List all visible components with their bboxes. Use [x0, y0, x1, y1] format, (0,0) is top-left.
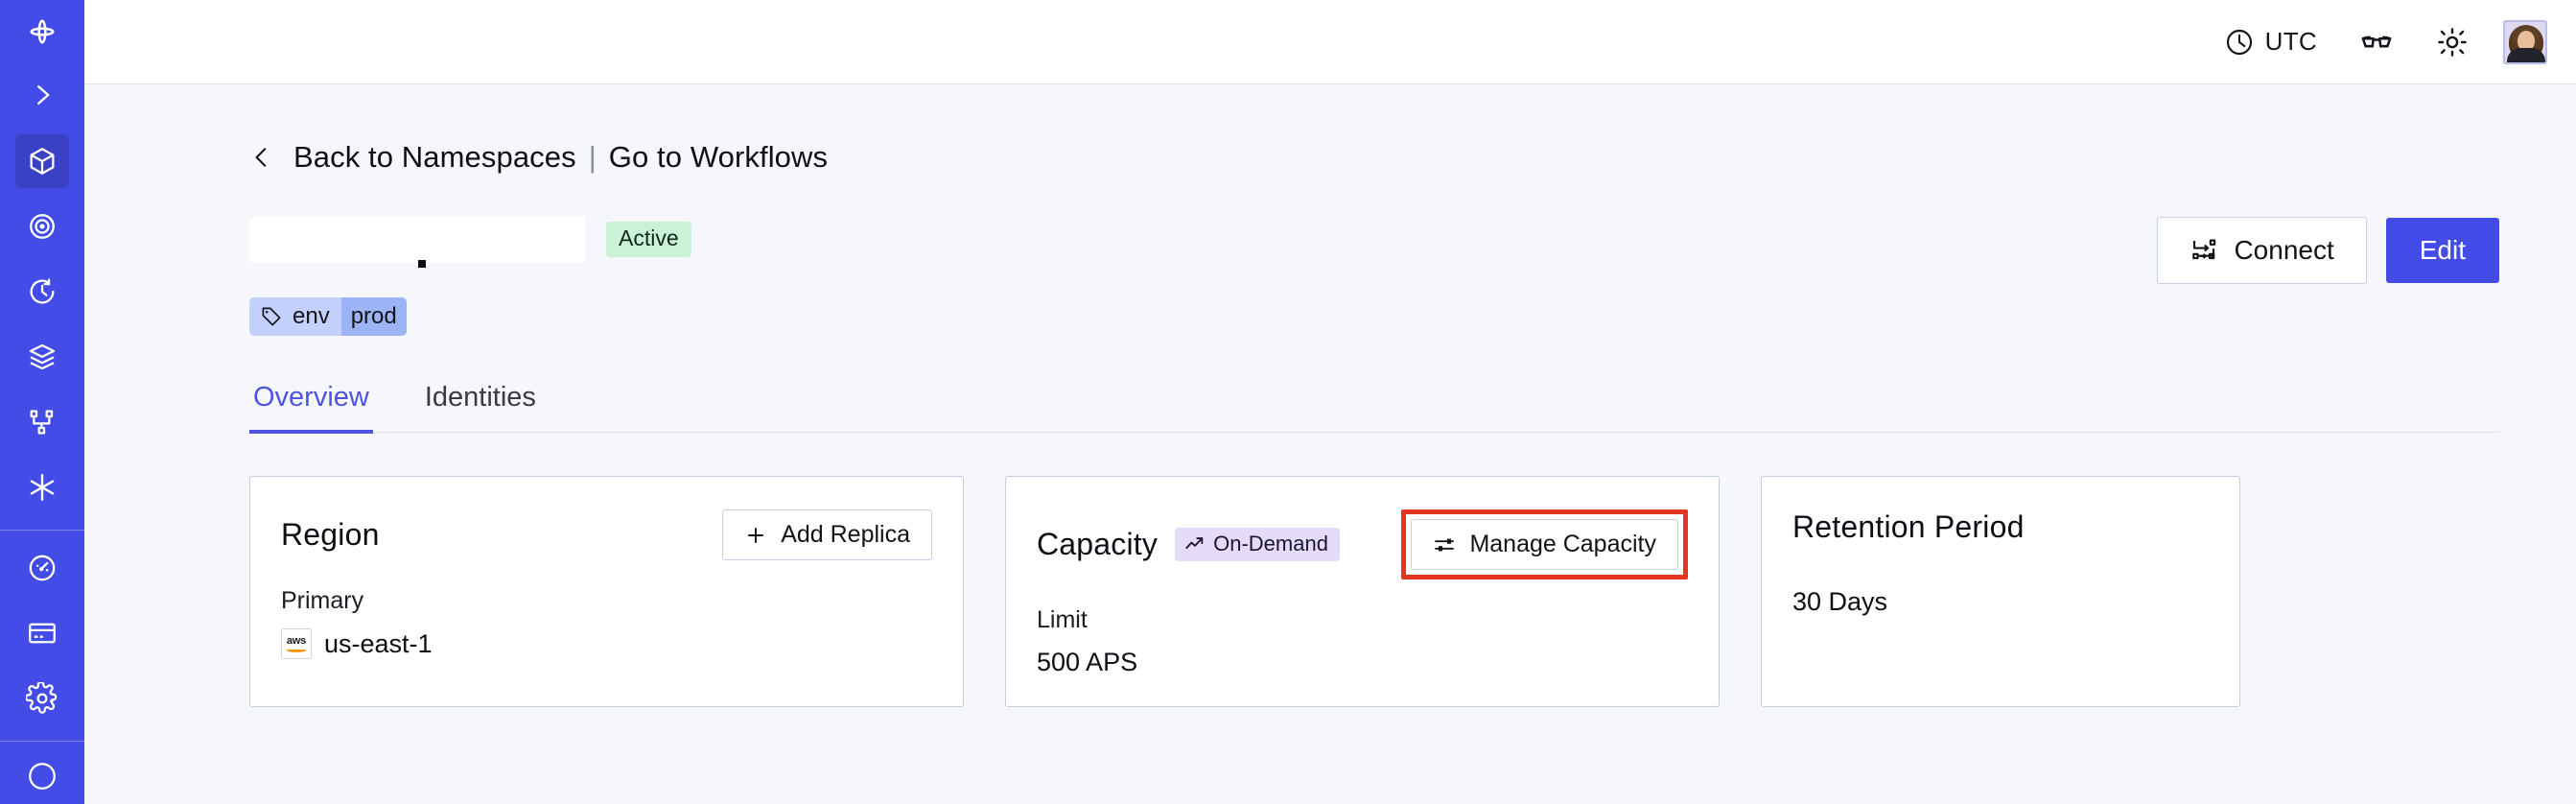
trending-up-icon — [1184, 533, 1206, 555]
readability-toggle[interactable] — [2338, 15, 2415, 69]
help-icon — [26, 760, 59, 792]
breadcrumb-workflows-link[interactable]: Go to Workflows — [608, 140, 829, 174]
add-replica-label: Add Replica — [781, 521, 910, 548]
sidebar-divider — [0, 529, 84, 531]
avatar[interactable] — [2503, 19, 2547, 64]
region-card-title: Region — [281, 517, 380, 552]
aws-swoosh — [287, 648, 306, 652]
chevron-right-icon — [28, 81, 57, 109]
namespace-title-row: Active — [249, 217, 2499, 284]
sidebar-item-batch-operations[interactable] — [15, 330, 69, 384]
main-content: Back to Namespaces | Go to Workflows Act… — [84, 84, 2576, 804]
region-primary-label: Primary — [281, 587, 364, 614]
breadcrumb-back-link[interactable]: Back to Namespaces — [293, 140, 576, 174]
region-card: Region Add Replica — [249, 476, 964, 707]
manage-capacity-label: Manage Capacity — [1469, 531, 1656, 557]
retention-value: 30 Days — [1792, 587, 1888, 616]
expand-sidebar-button[interactable] — [0, 62, 84, 128]
capacity-limit-value: 500 APS — [1037, 648, 1138, 676]
avatar-face — [2517, 30, 2535, 51]
capacity-card-title: Capacity — [1037, 527, 1159, 561]
sidebar-item-help[interactable] — [15, 753, 69, 798]
breadcrumb: Back to Namespaces | Go to Workflows — [249, 140, 2576, 175]
region-card-header: Region Add Replica — [281, 509, 932, 560]
avatar-body — [2507, 47, 2545, 62]
temporal-logo[interactable] — [0, 0, 84, 62]
sidebar-divider-bottom — [0, 741, 84, 743]
capacity-mode-badge: On-Demand — [1175, 528, 1340, 561]
add-replica-button[interactable]: Add Replica — [722, 509, 932, 560]
connect-button-label: Connect — [2234, 235, 2334, 265]
edit-button-label: Edit — [2419, 235, 2466, 265]
tab-identities[interactable]: Identities — [424, 382, 536, 413]
capacity-mode-label: On-Demand — [1213, 532, 1328, 556]
capacity-card: Capacity On-Demand — [1005, 476, 1720, 707]
temporal-logo-icon — [24, 13, 60, 50]
capacity-limit-label: Limit — [1037, 606, 1088, 633]
tab-bar: Overview Identities — [249, 374, 2499, 434]
breadcrumb-separator: | — [588, 140, 597, 174]
right-pane: UTC — [84, 0, 2576, 804]
retention-card-header: Retention Period — [1792, 509, 2209, 545]
aws-logo-icon: aws — [281, 628, 312, 659]
asterisk-icon — [26, 471, 59, 504]
timezone-label: UTC — [2264, 27, 2317, 56]
retention-card-title: Retention Period — [1792, 509, 2025, 544]
namespace-actions: Connect Edit — [2157, 217, 2499, 284]
sidebar-group-secondary — [0, 535, 84, 731]
theme-toggle[interactable] — [2415, 15, 2490, 69]
batch-operations-icon — [26, 341, 59, 373]
sidebar-item-namespaces[interactable] — [15, 133, 69, 188]
region-card-actions: Add Replica — [722, 509, 932, 560]
topbar: UTC — [84, 0, 2576, 84]
manage-capacity-button[interactable]: Manage Capacity — [1411, 519, 1678, 570]
page-title — [249, 217, 585, 268]
retention-card: Retention Period 30 Days — [1761, 476, 2240, 707]
tag-chip-env[interactable]: env prod — [249, 297, 407, 336]
namespace-title-wrap: Active — [249, 217, 691, 268]
glasses-icon — [2359, 25, 2394, 59]
tag-icon — [260, 305, 283, 328]
capacity-card-header: Capacity On-Demand — [1037, 509, 1688, 579]
connect-button[interactable]: Connect — [2157, 217, 2367, 284]
plus-icon — [744, 524, 767, 547]
status-badge: Active — [606, 222, 691, 257]
chevron-left-icon[interactable] — [249, 142, 274, 173]
sidebar — [0, 0, 84, 804]
aws-wordmark: aws — [286, 634, 307, 647]
tab-overview[interactable]: Overview — [249, 374, 373, 434]
region-value-row: aws us-east-1 — [281, 628, 932, 659]
settings-gear-icon — [26, 682, 59, 715]
sidebar-item-workflows[interactable] — [15, 200, 69, 253]
usage-gauge-icon — [26, 552, 59, 584]
sidebar-item-integrations[interactable] — [15, 461, 69, 514]
sidebar-item-settings[interactable] — [15, 672, 69, 725]
workflows-icon — [26, 210, 59, 243]
sliders-icon — [1433, 533, 1456, 556]
tag-value: prod — [340, 297, 407, 336]
sidebar-item-schedules[interactable] — [15, 265, 69, 319]
schedules-icon — [26, 275, 59, 308]
capacity-card-actions: Manage Capacity — [1401, 509, 1688, 579]
manage-capacity-highlight: Manage Capacity — [1401, 509, 1688, 579]
region-value: us-east-1 — [324, 628, 433, 658]
billing-card-icon — [26, 617, 59, 650]
namespace-tags: env prod — [249, 297, 2576, 336]
connect-flow-icon — [2190, 236, 2218, 265]
sidebar-item-billing[interactable] — [15, 606, 69, 660]
clock-icon — [2224, 27, 2255, 58]
timezone-selector[interactable]: UTC — [2203, 15, 2338, 69]
sidebar-item-usage[interactable] — [15, 541, 69, 595]
sun-icon — [2436, 26, 2469, 59]
sidebar-item-nexus[interactable] — [15, 395, 69, 449]
tag-key: env — [293, 303, 330, 329]
cube-icon — [26, 145, 59, 177]
nexus-icon — [27, 407, 58, 437]
edit-button[interactable]: Edit — [2385, 218, 2499, 283]
overview-cards: Region Add Replica — [249, 476, 2576, 707]
sidebar-group-primary — [0, 129, 84, 520]
